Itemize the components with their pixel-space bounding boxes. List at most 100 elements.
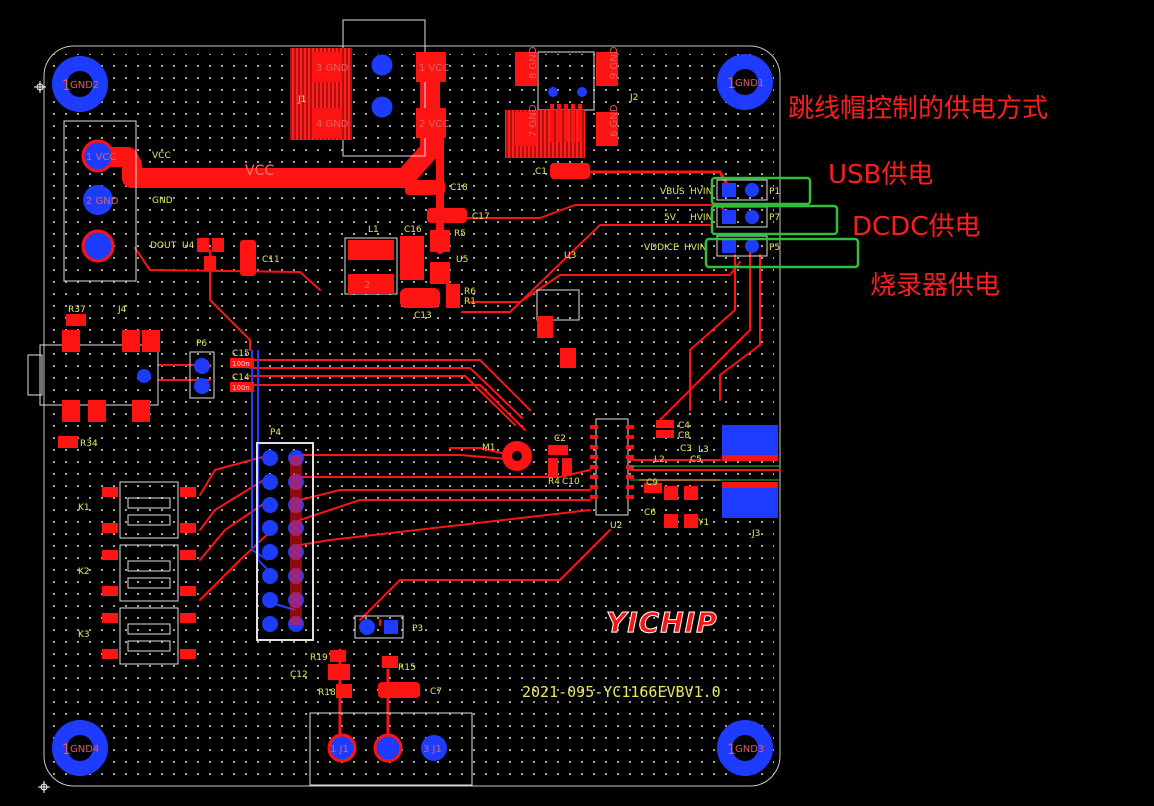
switch-k1 <box>102 481 196 539</box>
r4-body <box>548 458 558 476</box>
c13-body <box>400 288 440 308</box>
annotation-title: 跳线帽控制的供电方式 <box>788 94 1049 124</box>
c11-body <box>240 240 256 276</box>
p7-left-label: 5V <box>664 213 677 223</box>
svg-text:1: 1 <box>62 742 71 758</box>
terminal-gnd-pin <box>83 185 113 215</box>
annotation-dcdc: DCDC供电 <box>852 212 981 242</box>
j1-pad-3 <box>312 52 342 82</box>
j1-pad-2 <box>416 108 446 138</box>
net-dout-label: DOUT <box>150 241 177 251</box>
c3-label: C3 <box>680 444 692 454</box>
r37-label: R37 <box>68 305 86 315</box>
jumper-p1 <box>716 179 768 201</box>
j2-pad-8 <box>515 52 537 86</box>
r1-label: R1 <box>464 297 476 307</box>
svg-text:GND2: GND2 <box>70 80 99 91</box>
j3-red-top <box>722 455 778 461</box>
net-vcc-label: VCC <box>152 151 171 161</box>
p4-trace-col <box>290 455 302 625</box>
y1-label: Y1 <box>697 518 709 528</box>
j2-peg-b <box>577 87 587 97</box>
c5-label: C5 <box>690 455 702 465</box>
y1-pad-a <box>664 486 678 500</box>
c2-label: C2 <box>554 434 566 444</box>
p6-pin-1 <box>194 358 210 374</box>
j1-hole-b <box>370 95 394 119</box>
j1-pad-4 <box>312 108 342 138</box>
terminal-vcc-pin <box>81 139 115 173</box>
c18-label: C18 <box>450 183 468 193</box>
bottom-connector-outline <box>309 712 473 786</box>
u4-label: U4 <box>182 241 195 251</box>
switch-k2 <box>102 544 196 602</box>
j3-pad-top <box>722 425 778 457</box>
highlight-programmer <box>704 237 860 269</box>
k3-label: K3 <box>78 630 90 640</box>
switch-k3 <box>102 607 196 665</box>
terminal-gnd-label: 2 GND <box>86 196 119 207</box>
mounting-hole-gnd2: 1 GND2 <box>52 56 108 112</box>
j4-peg <box>137 369 151 383</box>
j1-label: J1 <box>297 95 306 105</box>
u3-label: U3 <box>564 251 576 261</box>
j4-pad-e <box>88 400 106 422</box>
j1-pad-3-label: 3 GND <box>316 63 349 74</box>
j1-hole-a <box>370 53 394 77</box>
c14-value: 100n <box>232 384 250 392</box>
r6-body <box>446 284 460 296</box>
u3-pad-a <box>537 316 553 338</box>
p4-label: P4 <box>270 428 281 438</box>
c6-label: C6 <box>644 508 656 518</box>
c10-label: C10 <box>562 477 580 487</box>
p5-ref-label: P5 <box>769 243 780 253</box>
power-terminal-outline <box>63 120 137 282</box>
u5-label: U5 <box>456 255 468 265</box>
annotation-programmer: 烧录器供电 <box>870 271 1001 301</box>
c17-label: C17 <box>472 212 490 222</box>
j2-pad-7-label: 7 GND <box>528 104 539 137</box>
r15-label: R15 <box>398 663 416 673</box>
bottom-connector-pin-3 <box>421 735 447 761</box>
p4-outline <box>256 442 314 641</box>
r4-label: R4 <box>548 477 560 487</box>
k1-label: K1 <box>78 503 90 513</box>
c1-label: C1 <box>535 167 547 177</box>
p7-right-label: HVIN <box>690 213 712 223</box>
p1-ref-label: P1 <box>769 187 780 197</box>
yichip-logo: YICHIP <box>606 606 718 639</box>
r15-body <box>382 656 398 668</box>
j2-label: J2 <box>629 93 638 103</box>
j1-pad-2-label: 2 VCC <box>419 119 449 130</box>
bottom-pin-1-label: 1 J1 <box>330 744 349 755</box>
p3-outline <box>354 615 404 639</box>
svg-text:GND3: GND3 <box>735 744 764 755</box>
j2-pad-9-label: 9 GND <box>609 46 620 79</box>
j4-label: J4 <box>117 305 127 315</box>
top-copper-traces <box>88 70 781 742</box>
j2-pad-8-label: 8 GND <box>528 46 539 79</box>
svg-text:1: 1 <box>727 76 736 92</box>
c9-body <box>644 483 662 493</box>
c7-label: C7 <box>430 687 442 697</box>
terminal-vcc-label: 1 VCC <box>86 152 116 163</box>
origin-marker-icon <box>34 81 50 793</box>
c16-body <box>400 236 424 280</box>
j1-pad-1-label: 1 VCC <box>419 63 449 74</box>
j4-body <box>27 354 43 396</box>
r37-body <box>66 314 86 326</box>
c18-body <box>405 180 445 195</box>
c12-body <box>328 664 350 680</box>
terminal-dout-pin <box>81 229 115 263</box>
svg-text:1: 1 <box>62 78 71 94</box>
p3-pin-2 <box>384 620 398 634</box>
net-gnd-label: GND <box>152 196 173 206</box>
r19-label: R19 <box>310 653 328 663</box>
svg-text:GND4: GND4 <box>70 744 99 755</box>
c10-body <box>562 458 572 476</box>
c8-label: C8 <box>678 431 690 441</box>
p6-pin-2 <box>194 378 210 394</box>
bottom-connector-pin-2 <box>373 733 403 763</box>
r5-label: R5 <box>454 229 466 239</box>
